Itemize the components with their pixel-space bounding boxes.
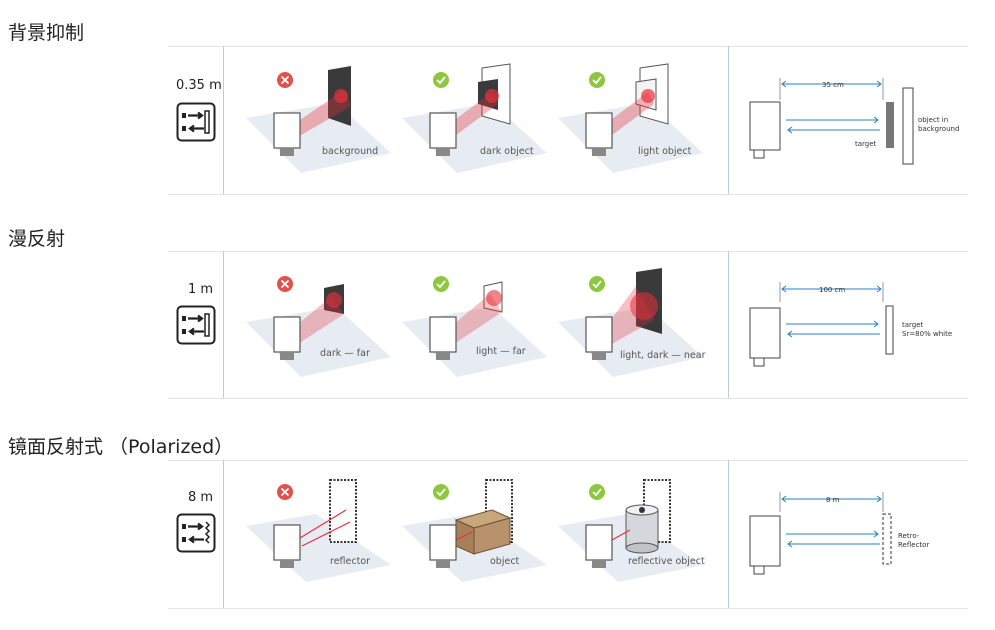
range-label: 1 m [188, 282, 214, 297]
scene-caption: background [322, 146, 378, 157]
sensor-mode-icon [176, 102, 216, 142]
diagram-label: target [855, 140, 877, 148]
scene-caption: light, dark — near [620, 350, 706, 361]
scene-caption: reflector [330, 556, 370, 567]
divider [223, 460, 224, 608]
diagram-label: background [918, 125, 959, 133]
check-icon [433, 276, 449, 292]
scene-caption: object [490, 556, 520, 567]
scene-light-far: light — far [402, 276, 547, 377]
check-icon [433, 484, 449, 500]
scene-light-dark-near: light, dark — near [558, 268, 706, 377]
sensor-mode-icon [176, 305, 216, 345]
divider [168, 460, 968, 461]
scene-background: background [246, 66, 391, 173]
check-icon [433, 72, 449, 88]
divider [728, 46, 729, 194]
distance-label: 35 cm [822, 81, 844, 89]
distance-diagram: 8 m Retro- Reflector [749, 492, 929, 575]
section-title-background-suppression: 背景抑制 [8, 22, 85, 44]
divider [168, 46, 968, 47]
check-icon [589, 484, 605, 500]
divider [168, 194, 968, 195]
cross-icon [277, 72, 293, 88]
check-icon [589, 72, 605, 88]
scene-dark-object: dark object [402, 63, 547, 173]
diagram-label: Sr=80% white [902, 330, 952, 338]
scene-caption: reflective object [628, 556, 705, 567]
divider [168, 251, 968, 252]
divider [223, 251, 224, 398]
distance-diagram: 100 cm target Sr=80% white [749, 282, 952, 367]
divider [168, 398, 968, 399]
cross-icon [277, 276, 293, 292]
scene-caption: light — far [476, 346, 526, 357]
divider [168, 608, 968, 609]
divider [728, 460, 729, 608]
range-label: 8 m [188, 490, 214, 505]
divider [728, 251, 729, 398]
scene-caption: dark — far [320, 348, 370, 359]
distance-label: 100 cm [819, 286, 845, 294]
distance-label: 8 m [826, 496, 840, 504]
section-title-diffuse: 漫反射 [8, 228, 66, 250]
scene-light-object: light object [558, 63, 703, 173]
diagram-label: target [902, 321, 924, 329]
sensor-mode-icon [176, 513, 216, 553]
scene-object: object [402, 479, 547, 582]
divider [223, 46, 224, 194]
diagram-label: Reflector [898, 541, 929, 549]
check-icon [589, 276, 605, 292]
scene-reflective-object: reflective object [558, 479, 705, 582]
scene-reflector: reflector [246, 479, 391, 582]
section-title-polarized: 镜面反射式 （Polarized） [8, 436, 234, 458]
scene-caption: dark object [480, 146, 534, 157]
scene-caption: light object [638, 146, 692, 157]
cross-icon [277, 484, 293, 500]
scene-dark-far: dark — far [246, 276, 391, 377]
diagram-label: Retro- [898, 532, 920, 540]
range-label: 0.35 m [176, 78, 222, 93]
distance-diagram: 35 cm target object in background [749, 78, 959, 165]
diagram-label: object in [918, 116, 948, 124]
